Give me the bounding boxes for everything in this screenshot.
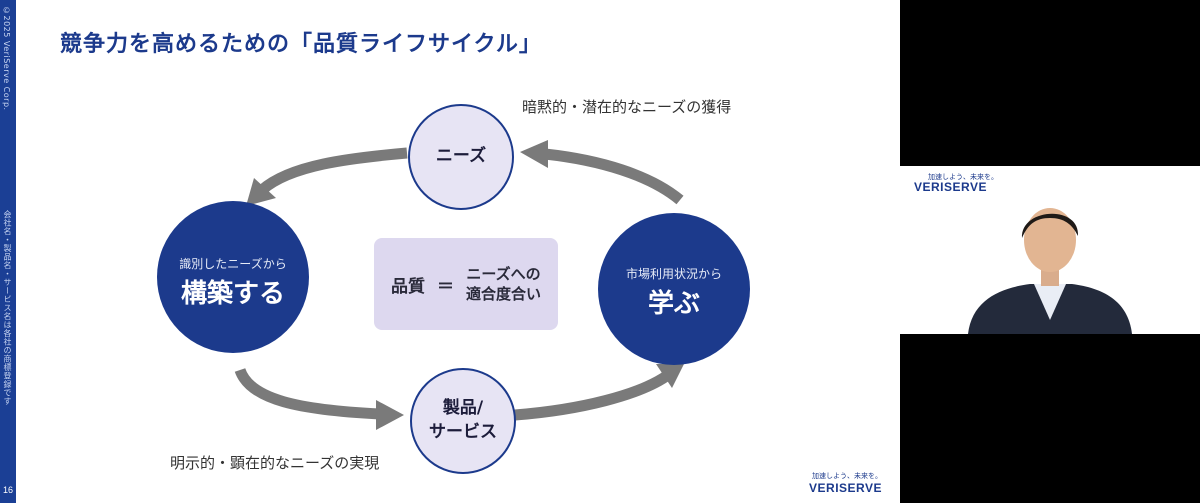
- copyright-text: ©2025 VeriServe Corp.: [2, 6, 11, 111]
- arrowhead-right-bottom: [656, 364, 684, 388]
- note-explicit-needs: 明示的・顕在的なニーズの実現: [170, 454, 380, 472]
- node-needs-label: ニーズ: [435, 146, 487, 167]
- quality-definition-line2: 適合度合い: [465, 285, 541, 303]
- node-needs: ニーズ: [408, 104, 514, 210]
- trademark-notice: 会社名・製品名・サービス名は各社の商標登録です: [3, 210, 12, 406]
- video-brand-name: VERISERVE: [914, 180, 987, 194]
- arrow-build-to-product: [234, 367, 381, 420]
- slide-brand-tagline: 加速しよう、未来を。: [812, 472, 882, 480]
- node-product-line2: サービス: [429, 422, 497, 442]
- note-tacit-needs: 暗黙的・潜在的なニーズの獲得: [522, 98, 732, 116]
- slide-brand-name: VERISERVE: [809, 481, 882, 495]
- node-product-service: 製品/ サービス: [410, 368, 516, 474]
- node-build: 識別したニーズから 構築する: [157, 201, 309, 353]
- node-learn-main: 学ぶ: [647, 289, 700, 319]
- quality-label: 品質: [390, 276, 425, 297]
- arrowhead-left-bottom: [376, 400, 404, 430]
- left-sidebar: ©2025 VeriServe Corp. 会社名・製品名・サービス名は各社の商…: [0, 0, 16, 503]
- quality-definition: ニーズへの 適合度合い: [466, 264, 541, 305]
- arrow-learn-to-needs: [544, 148, 684, 205]
- slide: ©2025 VeriServe Corp. 会社名・製品名・サービス名は各社の商…: [0, 0, 900, 503]
- video-brand-tagline: 加速しよう、未来を。: [928, 173, 998, 181]
- arrow-needs-to-build: [258, 147, 408, 195]
- presenter-avatar-icon: [968, 208, 1132, 334]
- presenter-video-tile: 加速しよう、未来を。 VERISERVE: [900, 166, 1200, 334]
- quality-definition-box: 品質 ＝ ニーズへの 適合度合い: [374, 238, 558, 330]
- node-product-line1: 製品/: [442, 398, 484, 419]
- node-learn: 市場利用状況から 学ぶ: [598, 213, 750, 365]
- node-build-main: 構築する: [180, 279, 285, 309]
- equals-sign: ＝: [436, 276, 454, 297]
- slide-title: 競争力を高めるための「品質ライフサイクル」: [60, 32, 542, 57]
- quality-definition-line1: ニーズへの: [466, 264, 541, 283]
- arrowhead-left-top: [246, 178, 276, 206]
- slide-brand-logo: 加速しよう、未来を。 VERISERVE: [809, 471, 882, 495]
- node-build-sub: 識別したニーズから: [179, 257, 287, 271]
- arrow-product-to-learn: [514, 370, 672, 421]
- node-learn-sub: 市場利用状況から: [625, 267, 722, 281]
- arrowhead-right-top: [520, 140, 548, 168]
- cycle-arrows: [234, 140, 684, 430]
- page-number: 16: [2, 485, 13, 495]
